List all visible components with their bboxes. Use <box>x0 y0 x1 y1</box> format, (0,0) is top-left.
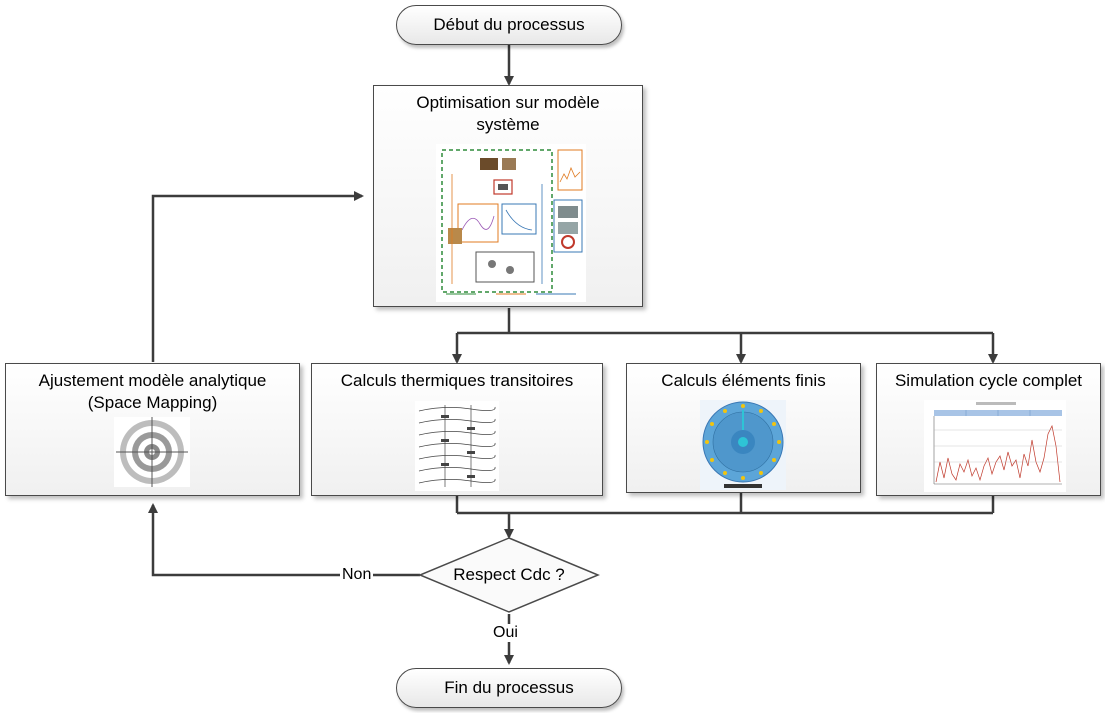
edge-label-oui: Oui <box>491 624 520 642</box>
fem-rotor-image <box>700 400 786 490</box>
cycle-chart-image <box>924 400 1066 492</box>
thermal-box: Calculs thermiques transitoires <box>311 363 603 496</box>
edge-label-non: Non <box>340 566 374 584</box>
thermal-title: Calculs thermiques transitoires <box>340 371 574 390</box>
end-label: Fin du processus <box>444 678 574 697</box>
edge-adjust-optim <box>151 191 364 362</box>
optimisation-title-line2: système <box>476 115 540 134</box>
target-icon <box>114 417 190 487</box>
decision-label: Respect Cdc ? <box>453 565 565 584</box>
optimisation-box: Optimisation sur modèle système <box>373 85 643 307</box>
simulation-title: Simulation cycle complet <box>894 371 1083 390</box>
adjustment-title-line1: Ajustement modèle analytique <box>38 371 267 390</box>
system-schematic-image <box>436 144 586 302</box>
edge-decision-adjust <box>148 503 420 577</box>
start-label: Début du processus <box>433 15 585 34</box>
simulation-box: Simulation cycle complet <box>876 363 1101 496</box>
fem-box: Calculs éléments finis <box>626 363 861 493</box>
decision-diamond <box>418 537 600 613</box>
fem-title: Calculs éléments finis <box>661 371 826 390</box>
optimisation-title-line1: Optimisation sur modèle <box>416 93 600 112</box>
end-terminal: Fin du processus <box>396 668 622 708</box>
start-terminal: Début du processus <box>396 5 622 45</box>
adjustment-box: Ajustement modèle analytique (Space Mapp… <box>5 363 300 496</box>
thermal-network-image <box>415 401 499 491</box>
adjustment-title-line2: (Space Mapping) <box>87 393 218 412</box>
